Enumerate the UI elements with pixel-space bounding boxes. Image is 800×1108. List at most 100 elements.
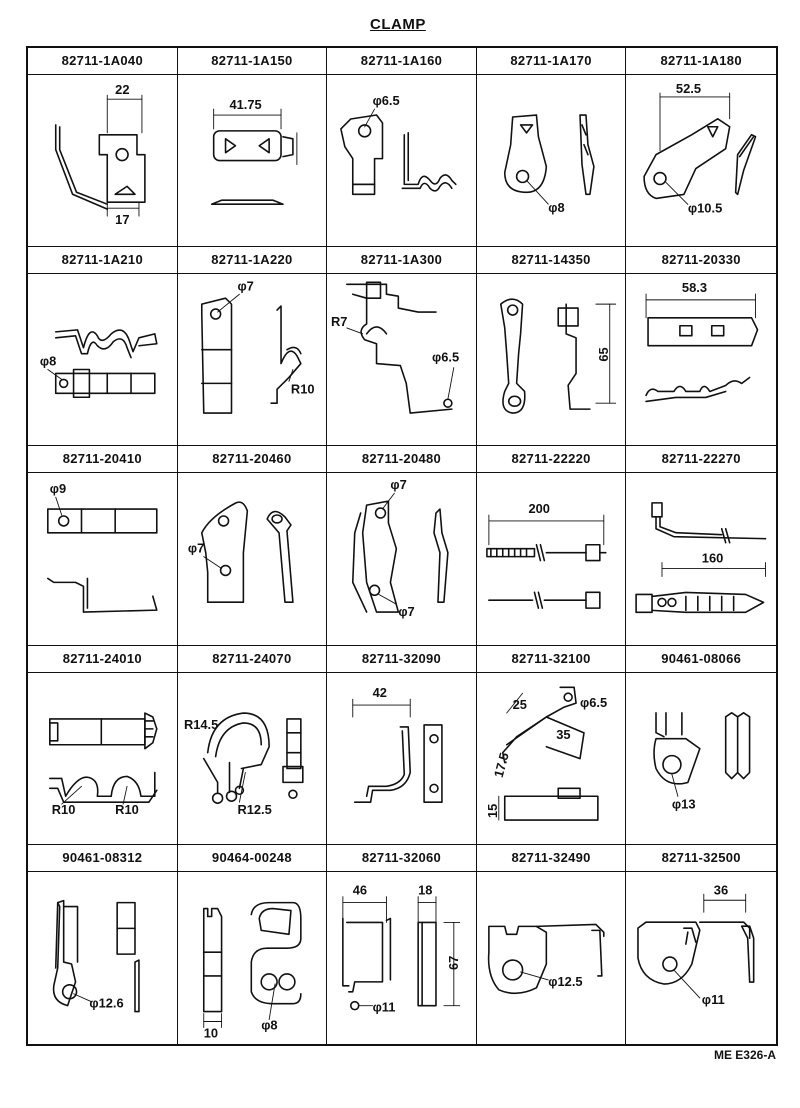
dim-label: 65 [596, 347, 611, 361]
dim-label: R7 [331, 314, 347, 329]
dim-label: φ6.5 [373, 93, 400, 108]
part-drawing: 200 [477, 473, 626, 644]
part-cell-19: 82711-32100 25 φ6.5 35 17.5 15 [476, 645, 627, 845]
part-drawing: 58.3 [626, 274, 776, 445]
part-cell-10: 82711-20330 58.3 [626, 247, 776, 447]
dim-label: φ10.5 [688, 200, 722, 215]
dim-label: φ7 [399, 604, 415, 619]
part-drawing: φ7 R10 [178, 274, 327, 445]
dim-label: 17 [115, 212, 129, 227]
part-number: 82711-32060 [327, 845, 476, 872]
part-number: 82711-1A300 [327, 247, 476, 275]
part-drawing: φ12.6 [28, 872, 177, 1044]
part-drawing: 22 17 [28, 75, 177, 246]
dim-label: 36 [714, 882, 728, 897]
part-drawing: φ8 [28, 274, 177, 445]
dim-label: 22 [115, 82, 129, 97]
part-drawing: 46 φ11 18 67 [327, 872, 476, 1044]
part-cell-11: 82711-20410 φ9 [28, 446, 178, 646]
part-number: 82711-1A180 [626, 48, 776, 75]
part-drawing: 65 [477, 274, 626, 445]
part-drawing: φ7 φ7 [327, 473, 476, 644]
dim-label: φ7 [188, 541, 204, 556]
dim-label: 15 [485, 803, 500, 817]
dim-label: φ8 [548, 200, 564, 215]
part-cell-20: 90461-08066 φ13 [626, 646, 776, 845]
part-drawing: 42 [327, 673, 476, 844]
part-number: 82711-1A220 [177, 247, 327, 275]
part-cell-5: 82711-1A180 52.5 φ10.5 [626, 48, 776, 248]
part-drawing: φ12.5 [477, 872, 626, 1044]
part-cell-7: 82711-1A220 φ7 R10 [177, 247, 328, 447]
part-number: 82711-14350 [476, 247, 626, 275]
part-cell-25: 82711-32500 36 φ11 [626, 845, 776, 1044]
dim-label: 200 [528, 501, 549, 516]
part-number: 82711-24010 [28, 646, 177, 673]
dim-label: φ8 [261, 1017, 277, 1032]
part-drawing: φ9 [28, 473, 177, 644]
part-drawing: φ7 [178, 473, 327, 644]
dim-label: φ12.6 [89, 995, 123, 1010]
part-drawing: 160 [626, 473, 776, 644]
part-number: 82711-32500 [626, 845, 776, 872]
part-number: 82711-1A160 [327, 48, 476, 75]
dim-label: 17.5 [491, 751, 512, 779]
dim-label: R10 [115, 802, 139, 817]
dim-label: R10 [52, 802, 76, 817]
part-number: 82711-20330 [626, 247, 776, 275]
page-title: CLAMP [370, 16, 426, 33]
part-cell-23: 82711-32060 46 φ11 18 [327, 844, 477, 1044]
part-cell-6: 82711-1A210 φ8 [28, 247, 178, 447]
part-number: 82711-22220 [476, 446, 626, 474]
part-drawing: 41.75 [178, 75, 327, 246]
drawing-reference: ME E326-A [713, 1048, 776, 1062]
part-number: 90464-00248 [177, 845, 327, 872]
dim-label: 10 [203, 1025, 217, 1040]
part-cell-1: 82711-1A040 22 17 [28, 48, 178, 248]
part-number: 82711-1A040 [28, 48, 177, 75]
dim-label: 46 [353, 882, 367, 897]
part-cell-8: 82711-1A300 R7 φ6.5 [327, 247, 477, 447]
part-number: 90461-08312 [28, 845, 177, 872]
part-cell-16: 82711-24010 R10 R10 [28, 645, 178, 845]
part-drawing: 25 φ6.5 35 17.5 15 [477, 673, 626, 844]
part-number: 82711-1A150 [177, 48, 327, 75]
dim-label: 18 [418, 882, 432, 897]
dim-label: φ13 [672, 796, 696, 811]
part-cell-2: 82711-1A150 41.75 [177, 48, 328, 248]
dim-label: φ11 [373, 999, 396, 1014]
part-drawing: 36 φ11 [626, 872, 776, 1044]
dim-label: φ9 [50, 482, 66, 497]
part-number: 82711-32090 [327, 646, 476, 673]
part-cell-4: 82711-1A170 φ8 [476, 48, 627, 248]
part-number: 82711-20460 [177, 446, 327, 474]
part-number: 82711-20480 [327, 446, 476, 474]
part-number: 82711-24070 [177, 646, 327, 673]
part-drawing: φ13 [626, 673, 776, 844]
clamp-parts-grid: 82711-1A040 22 17 82711-1A150 [26, 46, 778, 1046]
dim-label: 42 [373, 685, 387, 700]
dim-label: φ8 [40, 354, 56, 369]
part-cell-3: 82711-1A160 φ6.5 [327, 48, 477, 248]
dim-label: 35 [556, 726, 570, 741]
part-cell-9: 82711-14350 65 [476, 247, 627, 447]
part-cell-12: 82711-20460 φ7 [177, 446, 328, 646]
part-number: 82711-1A210 [28, 247, 177, 275]
part-drawing: R10 R10 [28, 673, 177, 844]
part-number: 82711-22270 [626, 446, 776, 474]
dim-label: R10 [291, 381, 315, 396]
dim-label: φ6.5 [580, 695, 607, 710]
part-number: 82711-1A170 [476, 48, 626, 75]
dim-label: 67 [446, 955, 461, 969]
part-number: 82711-20410 [28, 446, 177, 474]
part-cell-22: 90464-00248 10 φ8 [177, 844, 328, 1044]
part-drawing: R7 φ6.5 [327, 274, 476, 445]
part-drawing: φ6.5 [327, 75, 476, 246]
part-number: 82711-32100 [476, 646, 626, 673]
part-cell-17: 82711-24070 R14.5 R12.5 [177, 645, 328, 845]
dim-label: R12.5 [237, 802, 271, 817]
dim-label: 58.3 [682, 280, 707, 295]
dim-label: 25 [512, 697, 526, 712]
dim-label: 160 [702, 551, 724, 566]
dim-label: φ6.5 [432, 350, 459, 365]
